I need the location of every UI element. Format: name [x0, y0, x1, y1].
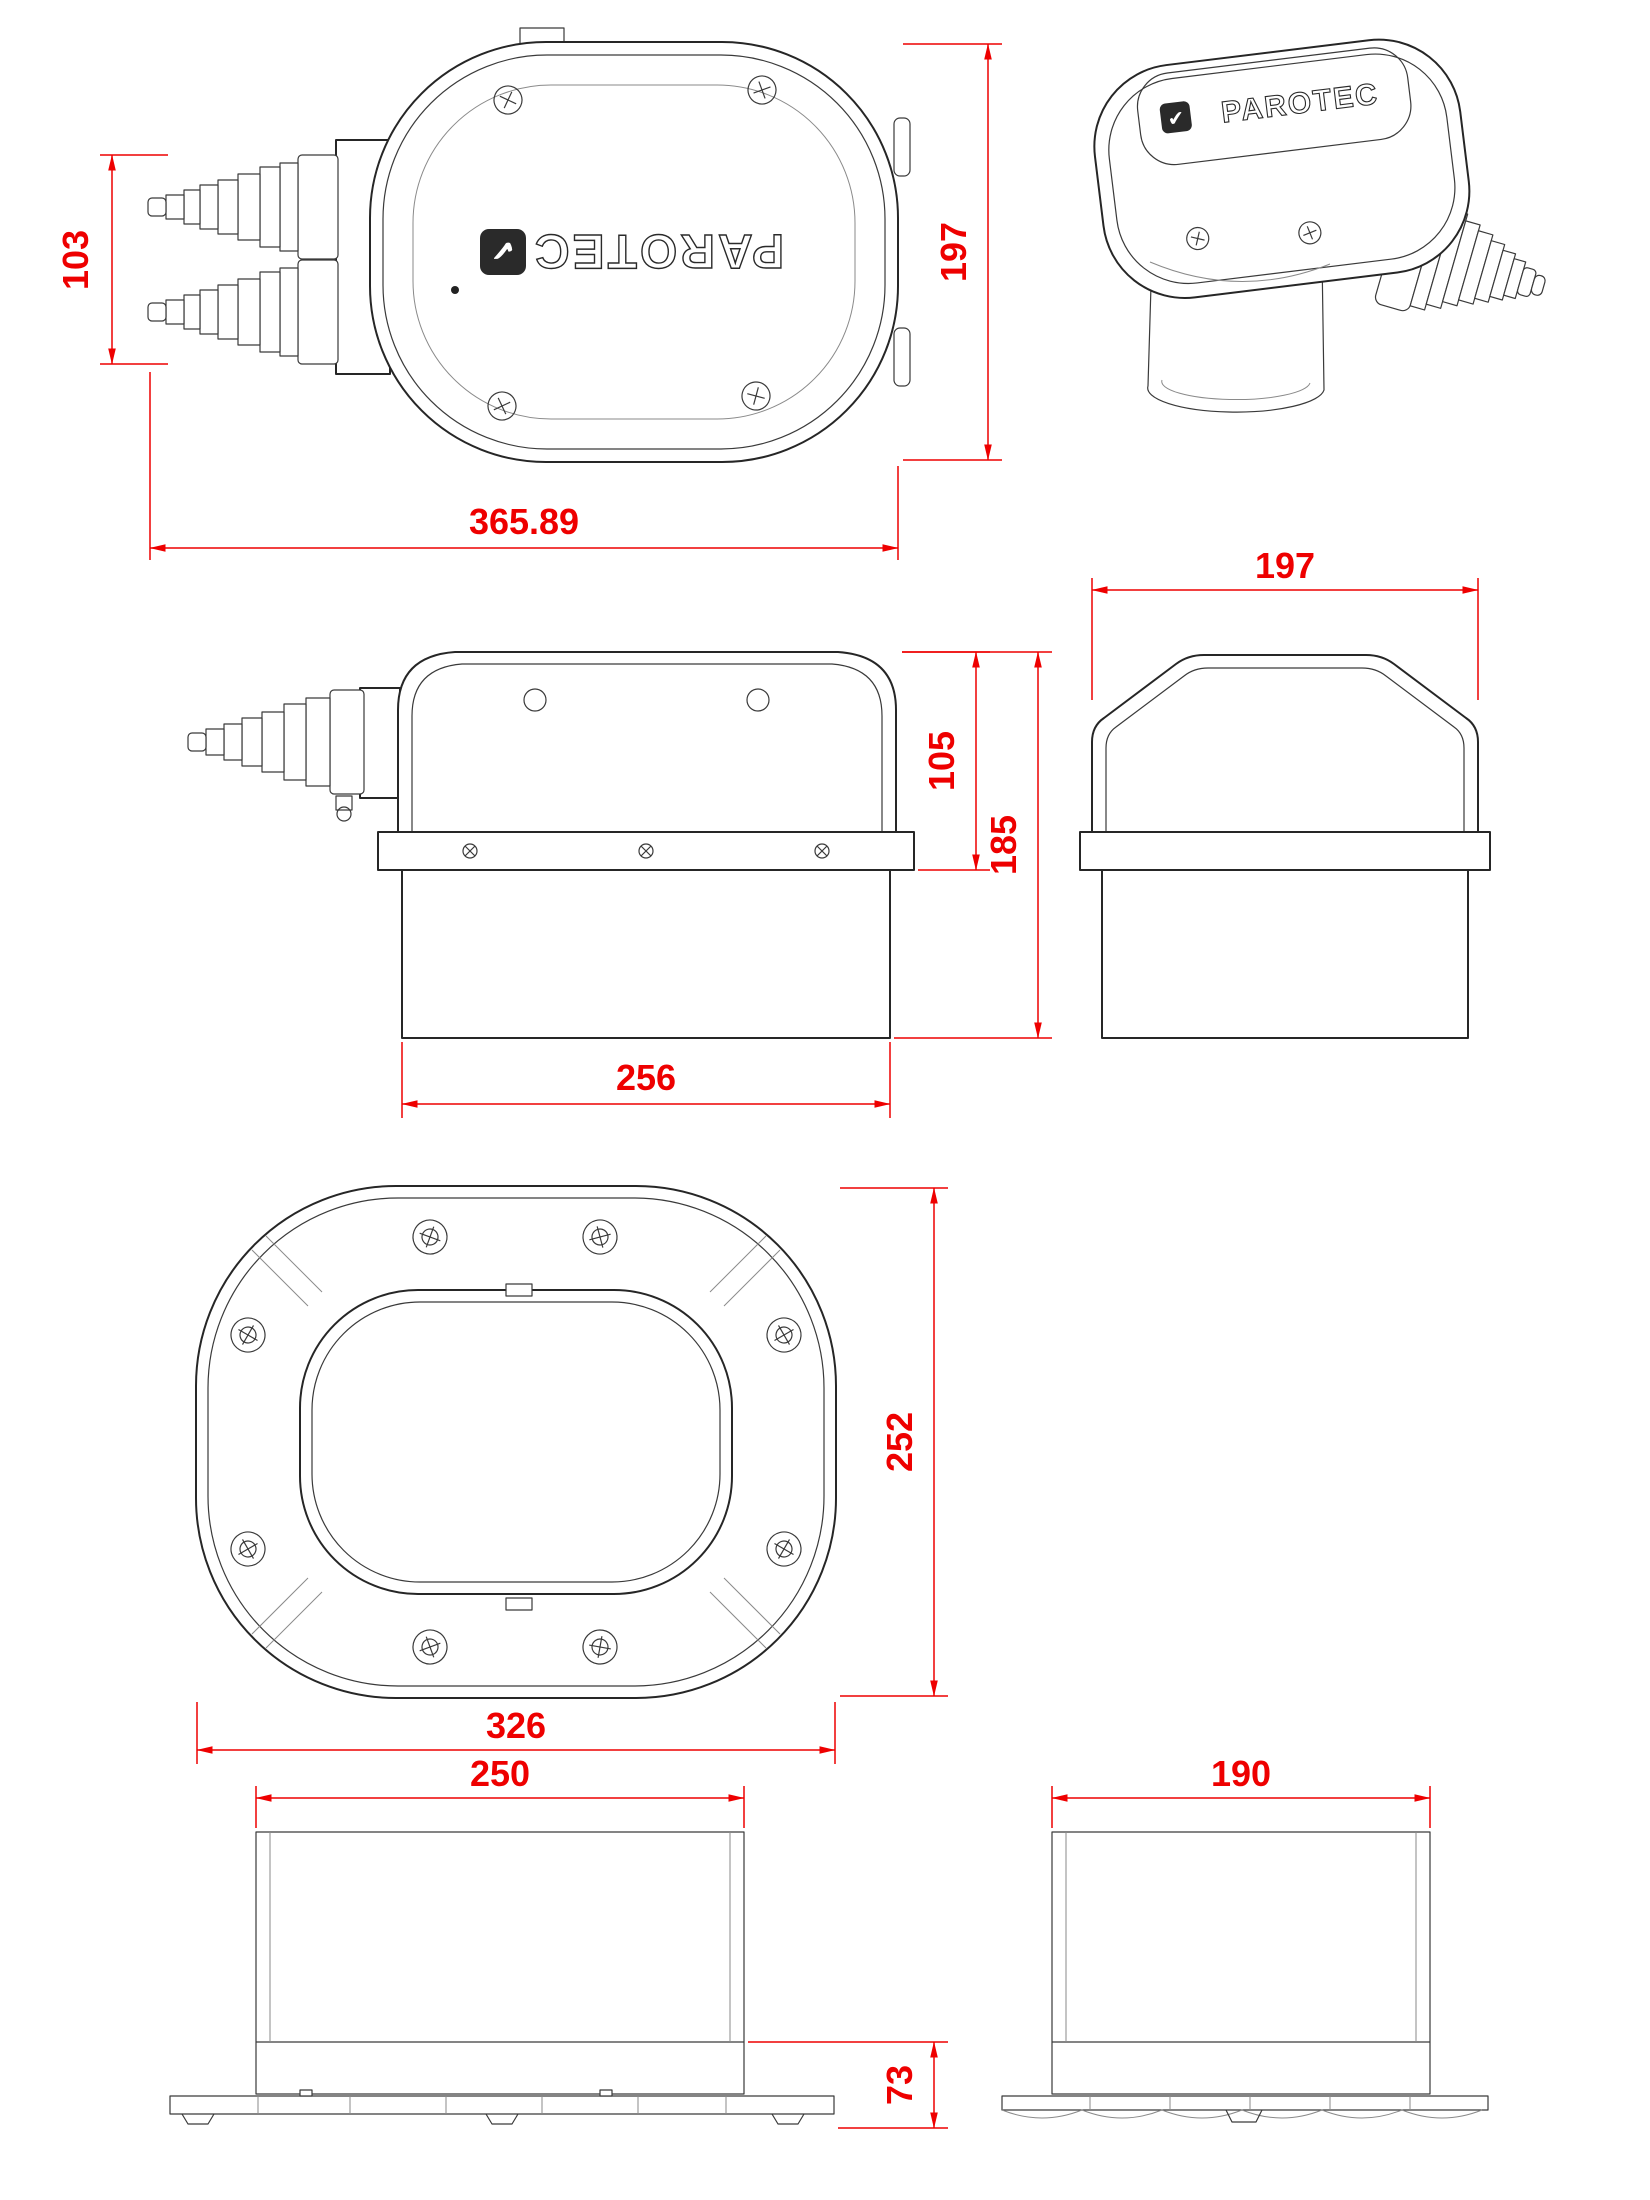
top-right-clip-lower — [893, 327, 911, 387]
dim-front-width: 197 — [1091, 545, 1479, 700]
bottom-flange-ring — [195, 1185, 837, 1699]
dim-label-73: 73 — [879, 2065, 920, 2105]
dim-top-overall-width: 365.89 — [149, 372, 899, 560]
dim-label-250: 250 — [470, 1753, 530, 1794]
dim-label-190: 190 — [1211, 1753, 1271, 1794]
dim-label-103: 103 — [55, 230, 96, 290]
flange-screw — [638, 843, 654, 859]
top-index-dot — [451, 286, 459, 294]
dim-label-197-front: 197 — [1255, 545, 1315, 586]
check-icon: ✔ — [490, 233, 515, 266]
perspective-lid-edge — [1149, 261, 1331, 282]
dim-label-105: 105 — [921, 731, 962, 791]
parotec-logo-top: ✔ PAROTEC — [480, 223, 785, 278]
dim-plate-side-width: 250 — [255, 1753, 745, 1828]
flange-screw — [462, 843, 478, 859]
dim-top-body-height: 197 — [903, 43, 1002, 461]
dim-bottom-width: 326 — [196, 1702, 836, 1764]
top-right-clip-upper — [893, 117, 911, 177]
dim-plate-skirt-height: 73 — [748, 2041, 948, 2129]
logo-text-top: PAROTEC — [532, 224, 784, 277]
side-flange — [377, 831, 915, 871]
dim-top-gland-spacing: 103 — [55, 154, 168, 365]
plate-side-box — [255, 1831, 745, 2095]
front-flange — [1079, 831, 1491, 871]
lid-screw — [1298, 221, 1322, 245]
logo-box — [1159, 101, 1192, 134]
view-plate-side: 250 73 — [169, 1753, 948, 2129]
perspective-lid: ✔ PAROTEC — [1093, 38, 1471, 299]
dim-label-197-top: 197 — [933, 222, 974, 282]
lid-screw — [1186, 226, 1210, 251]
dim-label-185: 185 — [983, 815, 1024, 875]
dim-plate-front-width: 190 — [1051, 1753, 1431, 1828]
view-perspective: ✔ PAROTEC — [1093, 38, 1546, 413]
dim-bottom-height: 252 — [840, 1187, 948, 1697]
plate-side-baseplate — [169, 2089, 835, 2125]
view-side: 105 185 256 — [187, 651, 1052, 1118]
dim-side-total-height: 185 — [894, 651, 1052, 1039]
plate-front-box — [1051, 1831, 1431, 2095]
dim-side-width: 256 — [401, 1042, 891, 1118]
bottom-screw-bosses — [230, 1219, 802, 1665]
dim-side-cap-height: 105 — [902, 651, 990, 871]
logo-box — [480, 229, 526, 275]
flange-screw — [814, 843, 830, 859]
check-icon: ✔ — [1166, 107, 1185, 131]
dim-label-365-89: 365.89 — [469, 501, 579, 542]
view-front: 197 — [1079, 545, 1491, 1039]
view-bottom: 252 326 — [195, 1185, 948, 1764]
top-screws — [487, 75, 777, 421]
front-cap — [1091, 654, 1479, 832]
side-cap — [397, 651, 897, 832]
dim-label-252: 252 — [879, 1412, 920, 1472]
view-top: ✔ PAROTEC 103 197 365.89 — [55, 27, 1002, 560]
top-body — [369, 41, 899, 463]
plate-front-baseplate — [1001, 2095, 1489, 2123]
dim-label-326: 326 — [486, 1705, 546, 1746]
side-cable-gland — [187, 687, 401, 822]
dim-label-256: 256 — [616, 1057, 676, 1098]
front-skirt — [1101, 869, 1469, 1039]
side-skirt — [401, 869, 891, 1039]
view-plate-front: 190 — [1001, 1753, 1489, 2123]
